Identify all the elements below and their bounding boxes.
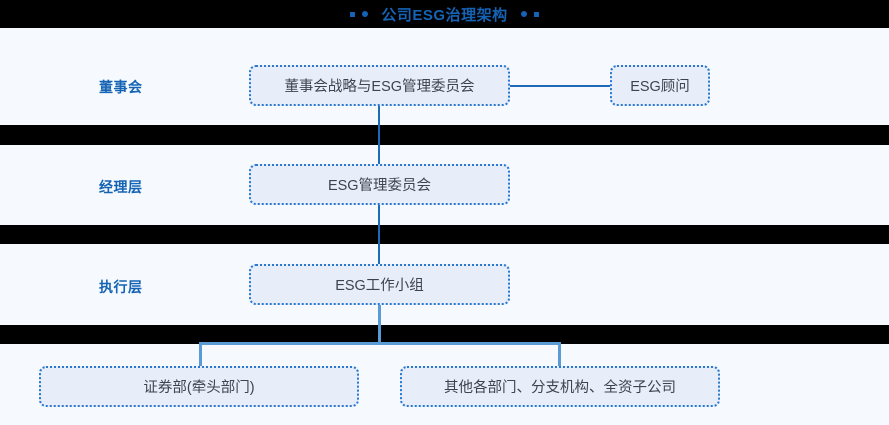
node-securities-department-lead[interactable]: 证券部(牵头部门) — [39, 366, 359, 407]
layer-label-manager: 经理层 — [99, 179, 143, 195]
square-marker-icon — [350, 11, 356, 17]
circle-marker-icon — [362, 11, 369, 17]
page-title: 公司ESG治理架构 — [381, 6, 508, 24]
connector-esg-committee-to-workgroup — [378, 205, 380, 264]
node-other-departments[interactable]: 其他各部门、分支机构、全资子公司 — [400, 366, 720, 407]
title-group: 公司ESG治理架构 — [350, 4, 539, 25]
node-board-strategy-esg-committee[interactable]: 董事会战略与ESG管理委员会 — [249, 65, 510, 106]
node-esg-working-group[interactable]: ESG工作小组 — [249, 264, 510, 305]
connector-board-to-esg-committee — [378, 106, 380, 164]
connector-branch-drop-left — [199, 342, 202, 366]
layer-label-exec: 执行层 — [99, 279, 143, 295]
connector-committee-to-advisor — [510, 85, 610, 87]
node-esg-advisor[interactable]: ESG顾问 — [610, 65, 710, 106]
circle-marker-icon — [520, 11, 527, 17]
divider-bar-3 — [0, 325, 889, 344]
node-esg-management-committee[interactable]: ESG管理委员会 — [249, 164, 510, 205]
divider-bar-2 — [0, 225, 889, 244]
connector-branch-bus — [199, 342, 561, 345]
connector-branch-drop-right — [558, 342, 561, 366]
connector-workgroup-to-branch — [378, 305, 381, 344]
layer-label-board: 董事会 — [99, 79, 143, 95]
divider-bar-1 — [0, 125, 889, 145]
title-banner: 公司ESG治理架构 — [0, 0, 889, 28]
square-marker-icon — [533, 11, 539, 17]
